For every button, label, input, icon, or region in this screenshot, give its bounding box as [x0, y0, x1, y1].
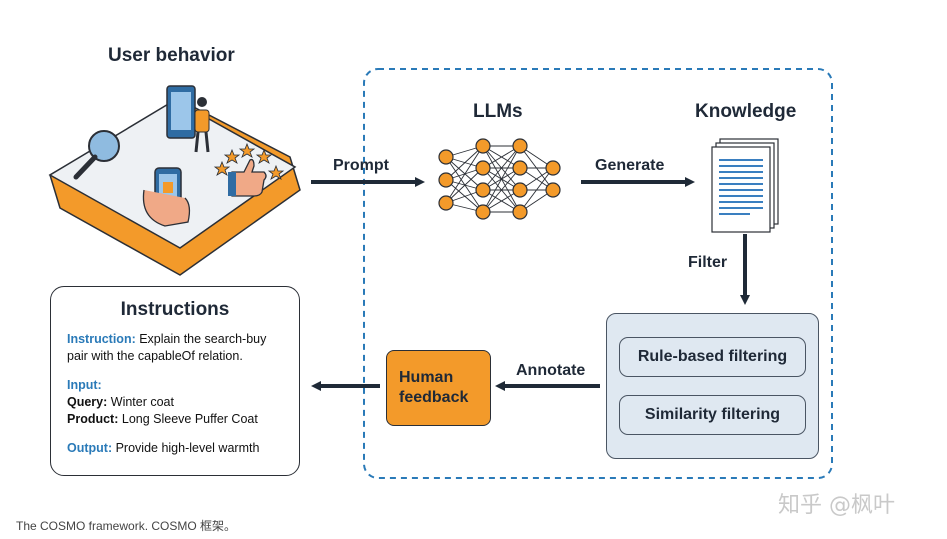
rule-based-filtering: Rule-based filtering [619, 337, 806, 377]
output-label: Output: [67, 441, 113, 455]
prompt-label: Prompt [333, 157, 389, 174]
similarity-filtering: Similarity filtering [619, 395, 806, 435]
network-node [512, 182, 528, 198]
network-edge [445, 156, 484, 213]
network-node [438, 172, 454, 188]
network-edge [445, 145, 484, 181]
llm-network-icon [438, 138, 561, 220]
network-node [438, 195, 454, 211]
network-edge [519, 167, 554, 213]
network-node [475, 182, 491, 198]
network-node [475, 160, 491, 176]
llms-title: LLMs [473, 101, 523, 122]
filter-label: Filter [688, 254, 728, 271]
network-node [512, 204, 528, 220]
product-value: Long Sleeve Puffer Coat [118, 412, 258, 426]
instruction-value: Explain the search-buy pair with the cap… [67, 332, 267, 363]
user-behavior-title: User behavior [108, 45, 235, 66]
network-node [438, 149, 454, 165]
watermark: 知乎 @枫叶 [778, 493, 895, 518]
product-label: Product: [67, 412, 119, 426]
network-node [545, 160, 561, 176]
human-feedback-box: Human feedback [386, 350, 491, 426]
network-edge [445, 156, 484, 191]
query-value: Winter coat [107, 395, 174, 409]
input-label: Input: [67, 378, 102, 392]
network-edge [482, 145, 521, 213]
instructions-card: Instructions Instruction: Explain the se… [50, 286, 300, 476]
network-edge [445, 167, 484, 204]
filtering-panel: Rule-based filtering Similarity filterin… [606, 313, 819, 459]
human-feedback-line1: Human [399, 369, 454, 386]
network-edge [445, 179, 484, 213]
instruction-label: Instruction: [67, 332, 136, 346]
figure-caption: The COSMO framework. COSMO 框架。 [16, 519, 237, 533]
query-label: Query: [67, 395, 108, 409]
knowledge-document-icon [711, 138, 779, 233]
network-node [475, 138, 491, 154]
output-value: Provide high-level warmth [112, 441, 260, 455]
user-behavior-illustration [48, 85, 301, 276]
query-line: Query: Winter coat [67, 394, 283, 411]
instructions-title: Instructions [120, 299, 230, 320]
human-feedback-line2: feedback [399, 389, 469, 406]
product-line: Product: Long Sleeve Puffer Coat [67, 411, 283, 428]
network-node [512, 160, 528, 176]
annotate-label: Annotate [516, 362, 586, 379]
llm-pipeline-container [363, 68, 833, 479]
knowledge-title: Knowledge [695, 101, 797, 122]
generate-label: Generate [595, 157, 665, 174]
network-node [475, 204, 491, 220]
network-node [545, 182, 561, 198]
network-edge [482, 145, 521, 191]
output-line: Output: Provide high-level warmth [67, 440, 283, 457]
network-node [512, 138, 528, 154]
network-edge [445, 145, 484, 204]
network-edge [482, 167, 521, 213]
instruction-text: Instruction: Explain the search-buy pair… [67, 331, 283, 365]
